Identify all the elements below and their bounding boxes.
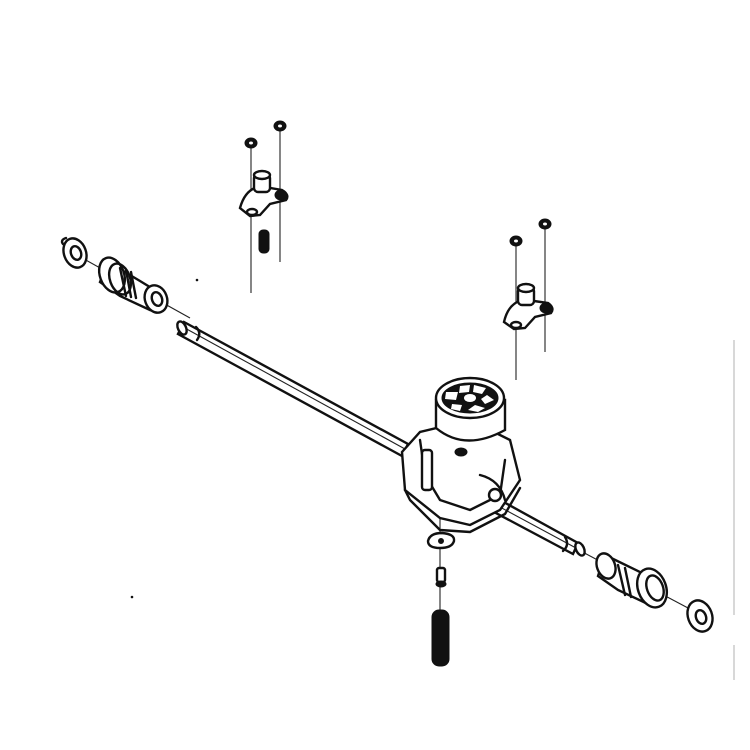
gearbox-housing (400, 376, 522, 534)
bushing-right (595, 552, 669, 609)
bracket-left (238, 169, 289, 218)
bushing-left (97, 256, 169, 314)
lower-bolt (435, 566, 447, 588)
stray-mark (130, 595, 134, 599)
lower-spring (431, 609, 450, 667)
bracket-right (502, 282, 554, 331)
washer-right (686, 599, 714, 633)
drive-pulley (441, 382, 499, 414)
nut-left-b (273, 120, 287, 132)
lower-plate-washer (426, 531, 456, 550)
washer-left (60, 236, 88, 269)
nut-left-a (244, 137, 258, 149)
nut-right-b (538, 218, 552, 230)
spacer-left (258, 229, 270, 254)
nut-right-a (509, 235, 523, 247)
stray-mark (195, 278, 199, 282)
axle-shaft (176, 320, 586, 557)
